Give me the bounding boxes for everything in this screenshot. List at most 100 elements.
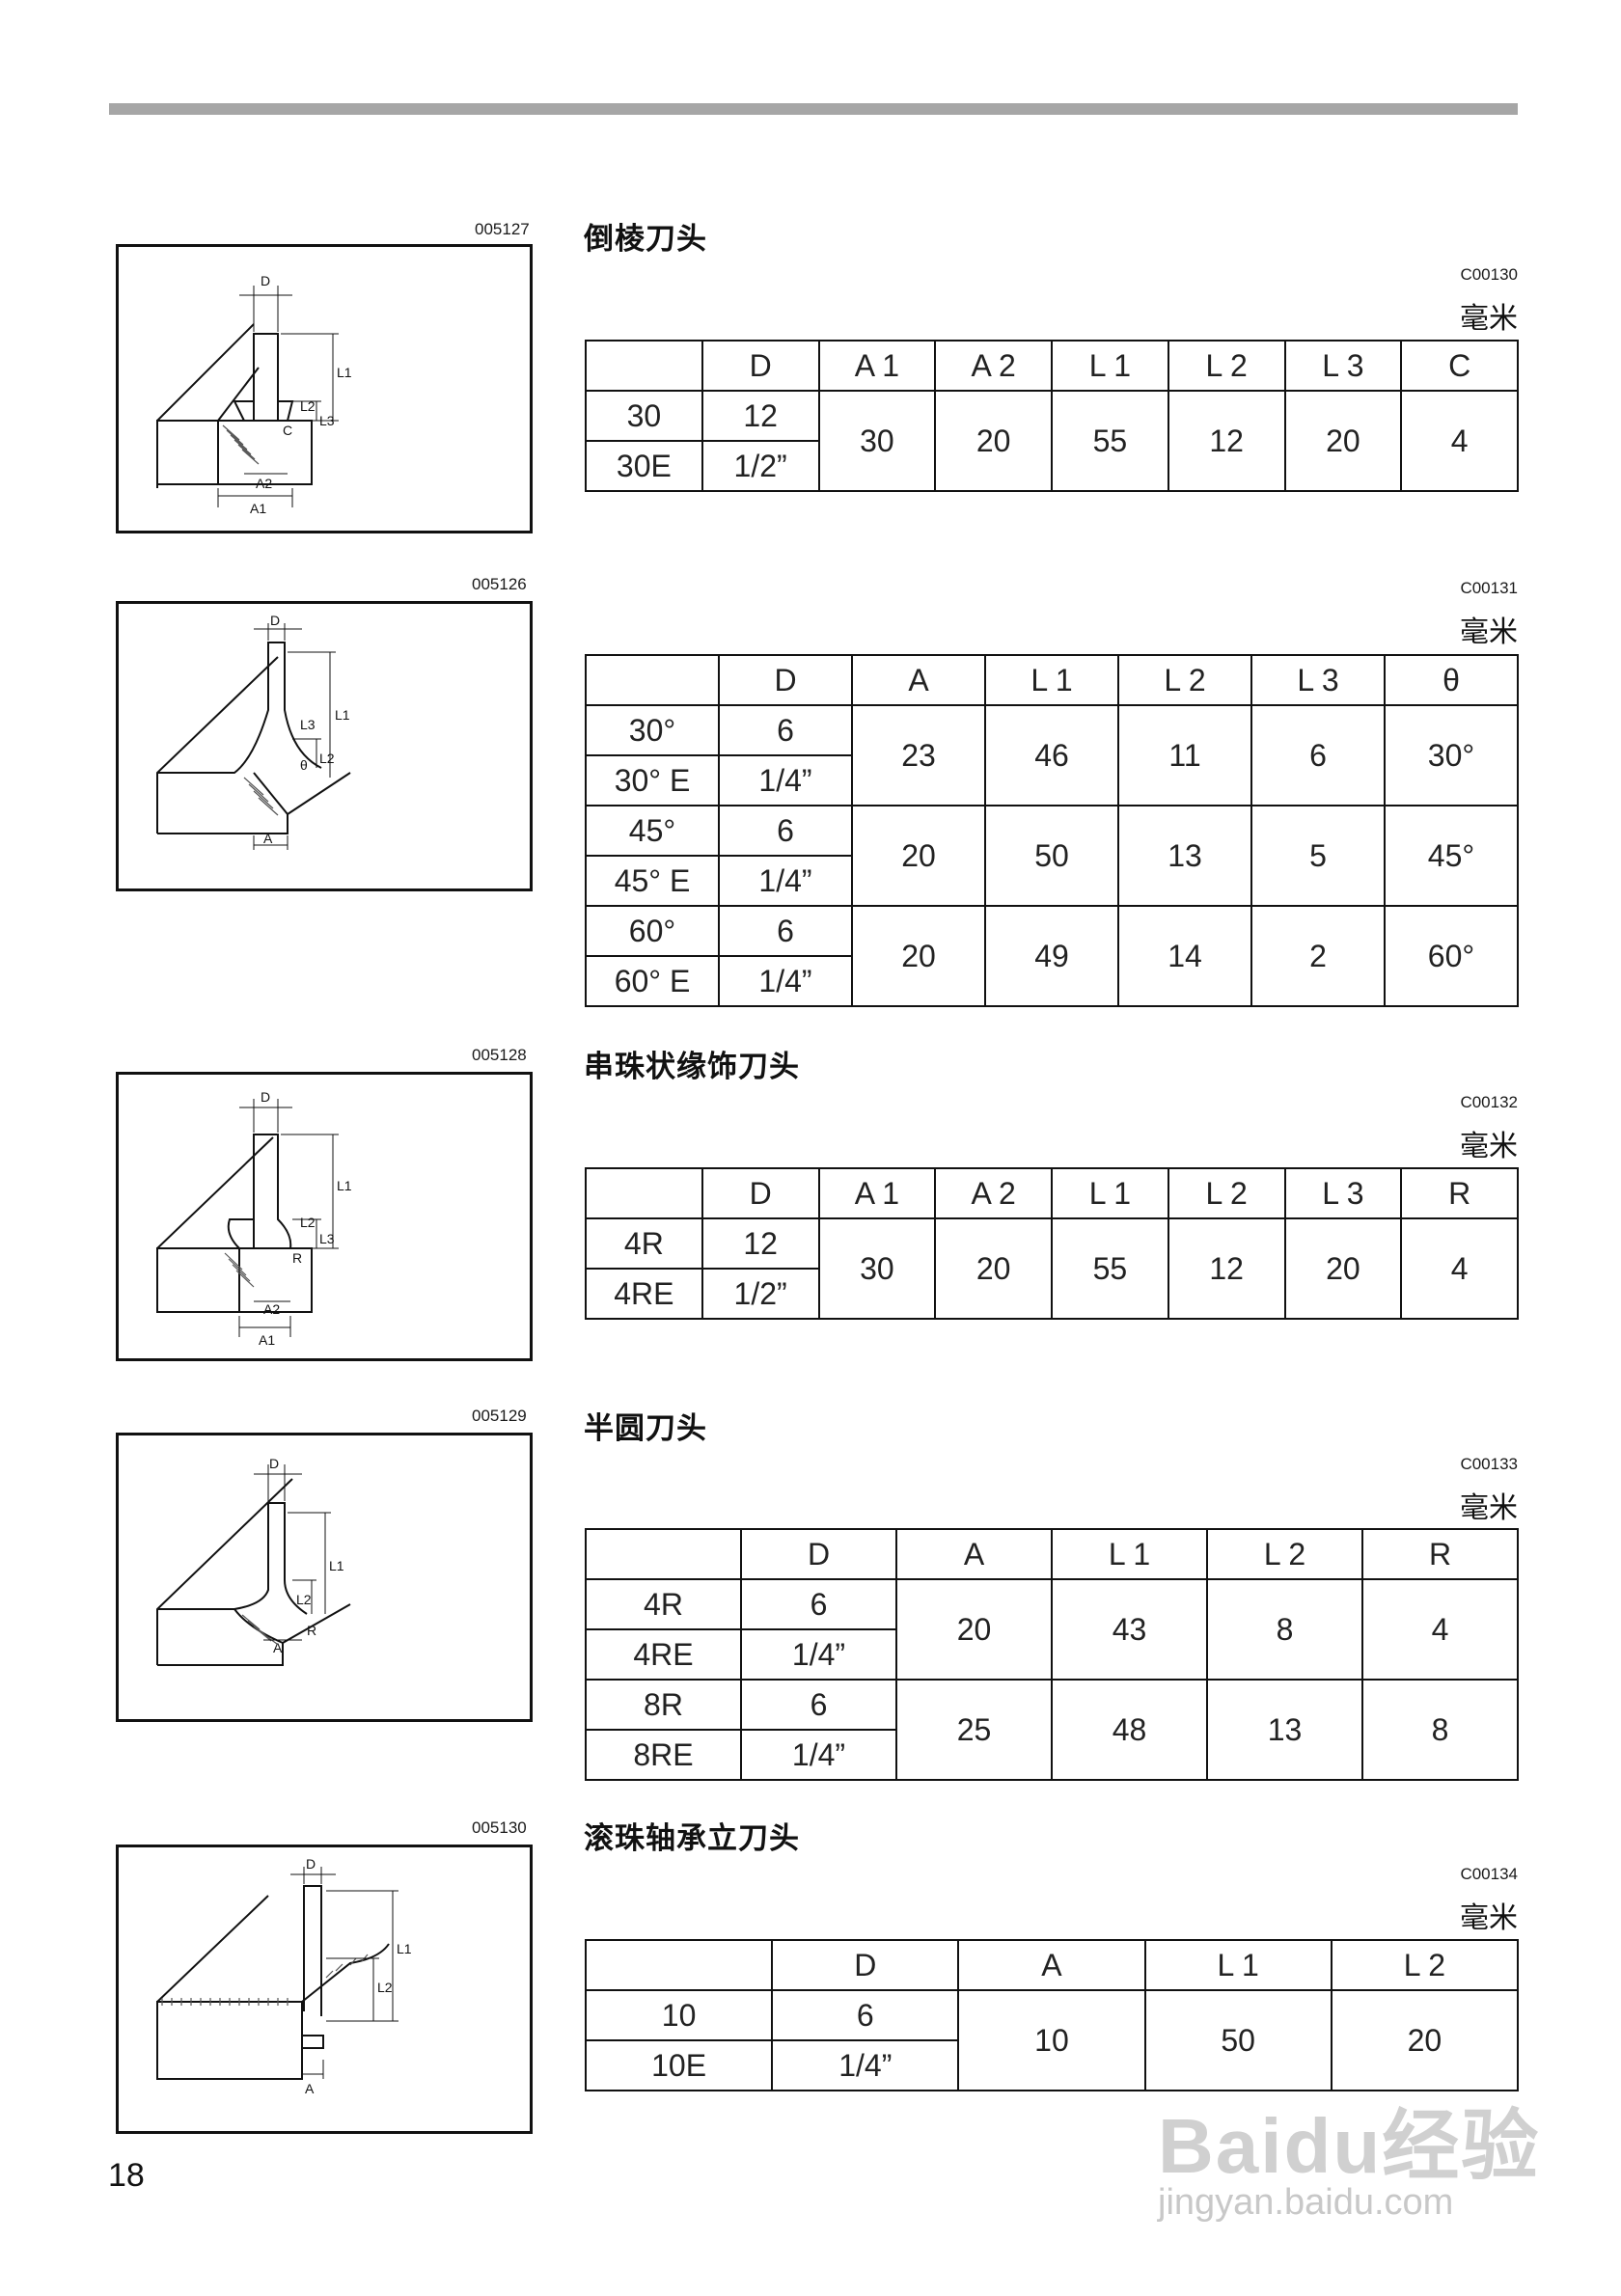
unit-label: 毫米 [1460, 1130, 1518, 1163]
table-cell: 60° [585, 905, 720, 957]
watermark-url: jingyan.baidu.com [1158, 2182, 1454, 2223]
table-cell: 49 [984, 905, 1119, 1007]
router-bit-drawing: D L1 L2 A [156, 1856, 412, 2096]
table-cell: 13 [1117, 805, 1252, 907]
table-cell: 30° [585, 704, 720, 756]
dim-label-l2: L2 [296, 1592, 312, 1607]
figure-code: 005128 [472, 1046, 527, 1064]
table-cell: 1/4” [740, 1729, 897, 1781]
table-cell: 45° [1384, 805, 1519, 907]
dim-label-a: A [263, 831, 273, 846]
dim-label-a1: A1 [259, 1332, 275, 1348]
table-cell: 48 [1051, 1679, 1208, 1781]
dim-label-a2: A2 [263, 1301, 280, 1317]
table-cell: 4R [585, 1217, 703, 1270]
table-cell: 4 [1400, 1217, 1519, 1320]
table-cell: 25 [895, 1679, 1053, 1781]
table-code: C00134 [1460, 1865, 1518, 1883]
table-cell: 30 [817, 1217, 937, 1320]
dim-label-l1: L1 [335, 707, 350, 723]
table-cell: 43 [1051, 1578, 1208, 1681]
table-cell: 1/2” [701, 1268, 820, 1320]
table-cell: 12 [701, 1217, 820, 1270]
table-cell: 8 [1361, 1679, 1519, 1781]
table-cell [585, 1528, 742, 1580]
table-cell [585, 654, 720, 706]
router-bit-drawing: D L1 L2 L3 C A2 A1 [156, 273, 352, 516]
table-cell: L 2 [1117, 654, 1252, 706]
table-cell: 10E [584, 2039, 774, 2091]
table-cell: 12 [1167, 1217, 1286, 1320]
table-cell: 50 [1143, 1989, 1333, 2091]
table-cell: 1/2” [701, 440, 820, 492]
figure-code: 005127 [475, 220, 530, 238]
table-cell: D [701, 1167, 820, 1219]
table-cell: 45° [585, 805, 720, 857]
table-cell: 20 [1283, 1217, 1403, 1320]
table-cell: 10 [584, 1989, 774, 2041]
table-cell: A 2 [934, 1167, 1053, 1219]
table-cell: 6 [771, 1989, 960, 2041]
table-cell: 6 [1250, 704, 1386, 806]
table-cell: 8RE [585, 1729, 742, 1781]
table-cell: 1/4” [771, 2039, 960, 2091]
table-cell: 13 [1206, 1679, 1363, 1781]
table-cell: 50 [984, 805, 1119, 907]
table-cell: 1/4” [740, 1628, 897, 1681]
dim-label-c: C [283, 423, 292, 438]
table-code: C00131 [1460, 579, 1518, 597]
table-cell: 20 [934, 1217, 1053, 1320]
dim-label-l3: L3 [300, 717, 316, 732]
table-cell: 4R [585, 1578, 742, 1630]
table-cell: 2 [1250, 905, 1386, 1007]
figure-code: 005129 [472, 1407, 527, 1425]
table-cell: 30 [817, 390, 937, 492]
dim-label-d: D [261, 273, 270, 288]
dim-label-d: D [269, 1456, 279, 1471]
table-cell: 1/4” [718, 855, 853, 907]
table-cell: 11 [1117, 704, 1252, 806]
table-cell: 55 [1051, 1217, 1169, 1320]
router-bit-drawing: D L1 L3 L2 θ A [156, 613, 351, 850]
dim-label-l2: L2 [300, 1215, 316, 1230]
table-cell: 60° [1384, 905, 1519, 1007]
table-cell: D [718, 654, 853, 706]
table-cell [585, 1167, 703, 1219]
table-cell: A 2 [934, 340, 1053, 392]
table-cell: A [895, 1528, 1053, 1580]
table-cell: 10 [957, 1989, 1146, 2091]
table-cell: 6 [740, 1578, 897, 1630]
table-cell: 12 [1167, 390, 1286, 492]
table-cell: L 1 [1143, 1939, 1333, 1991]
table-cell: 4RE [585, 1268, 703, 1320]
figure-code: 005130 [472, 1818, 527, 1837]
table-cell: 30° E [585, 754, 720, 806]
unit-label: 毫米 [1460, 1901, 1518, 1935]
table-cell: 1/4” [718, 754, 853, 806]
dim-label-l1: L1 [329, 1558, 344, 1573]
table-cell: R [1400, 1167, 1519, 1219]
dim-label-a: A [273, 1640, 283, 1655]
table-cell: 30E [585, 440, 703, 492]
table-cell: D [740, 1528, 897, 1580]
table-code: C00133 [1460, 1455, 1518, 1473]
dim-label-l3: L3 [319, 1231, 335, 1246]
table-cell: 14 [1117, 905, 1252, 1007]
